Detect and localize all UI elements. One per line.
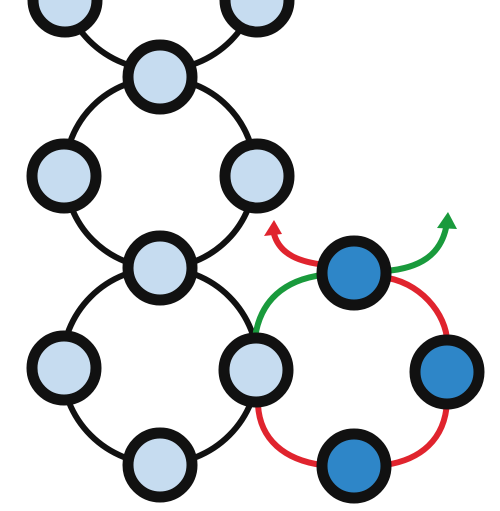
red-arrowhead — [264, 220, 282, 236]
dark-node — [316, 428, 392, 504]
red-arc-bottom-right — [382, 399, 450, 468]
light-node — [218, 332, 294, 408]
colored-ring — [252, 212, 457, 468]
light-node — [27, 0, 103, 38]
light-node — [26, 138, 102, 214]
dark-node — [409, 334, 485, 410]
dark-nodes — [316, 235, 485, 504]
light-node — [219, 0, 295, 38]
light-node — [122, 39, 198, 115]
dark-node — [316, 235, 392, 311]
light-node — [122, 427, 198, 503]
red-arc-bottom-left — [255, 402, 325, 468]
light-node — [219, 138, 295, 214]
light-node — [122, 230, 198, 306]
light-node — [26, 330, 102, 406]
green-arrowhead — [437, 212, 457, 229]
red-exit-arrow-line — [271, 231, 328, 268]
green-exit-arrow-line — [383, 225, 449, 274]
green-arc-left — [252, 272, 325, 341]
light-nodes — [26, 0, 295, 503]
